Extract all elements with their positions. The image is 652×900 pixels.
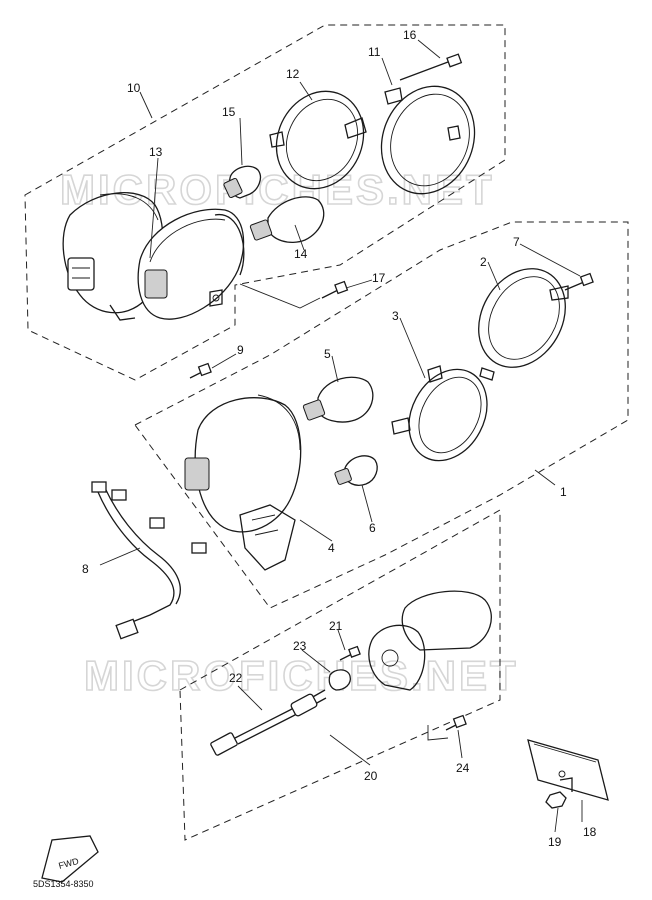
callout-9: 9 xyxy=(237,343,244,357)
fwd-label: FWD xyxy=(57,856,80,871)
wire-harness-8 xyxy=(91,481,207,640)
callout-17: 17 xyxy=(372,271,386,285)
tail-lamp xyxy=(368,590,492,691)
callout-23: 23 xyxy=(293,639,307,653)
bulb-23 xyxy=(328,669,351,691)
footer-code: 5DS1354-8350 xyxy=(33,879,94,889)
callout-8: 8 xyxy=(82,562,89,576)
leader-17-line xyxy=(239,283,321,309)
bulb-6 xyxy=(334,455,378,486)
screw-9 xyxy=(189,362,212,379)
nut-19 xyxy=(545,777,573,809)
callout-6: 6 xyxy=(369,521,376,535)
group-20-boundary xyxy=(179,509,501,841)
group-1-boundary xyxy=(134,221,629,609)
callout-11: 11 xyxy=(368,45,381,59)
callout-21: 21 xyxy=(329,619,343,633)
callout-15: 15 xyxy=(222,105,236,119)
callout-10: 10 xyxy=(127,81,141,95)
rim-2 xyxy=(478,268,569,381)
watermark-top: MICROFICHES.NET xyxy=(60,166,495,213)
screw-17 xyxy=(321,280,349,299)
callout-24: 24 xyxy=(456,761,470,775)
callout-16: 16 xyxy=(403,28,417,42)
callout-3: 3 xyxy=(392,309,399,323)
bulb-15 xyxy=(223,165,262,199)
leader-24-bracket xyxy=(427,725,449,741)
lead-wire-22 xyxy=(210,689,327,756)
rim-3 xyxy=(391,365,488,462)
lens-13 xyxy=(137,208,245,320)
bulb-14 xyxy=(249,196,325,243)
callout-19: 19 xyxy=(548,835,562,849)
callout-4: 4 xyxy=(328,541,335,555)
callout-13: 13 xyxy=(149,145,163,159)
callout-14: 14 xyxy=(294,247,308,261)
callout-7: 7 xyxy=(513,235,520,249)
group-10-boundary xyxy=(24,24,506,381)
screw-21 xyxy=(339,645,361,661)
reflector-18 xyxy=(527,739,609,801)
screw-16 xyxy=(399,53,463,81)
screw-7 xyxy=(564,272,594,291)
rim-12 xyxy=(269,90,367,190)
bulb-5 xyxy=(302,376,374,423)
callout-20: 20 xyxy=(364,769,378,783)
housing-4 xyxy=(184,394,302,571)
callout-2: 2 xyxy=(480,255,487,269)
rim-11 xyxy=(380,85,476,195)
callout-22: 22 xyxy=(229,671,243,685)
fwd-marker: FWD xyxy=(41,835,99,883)
callout-18: 18 xyxy=(583,825,597,839)
watermark-bottom: MICROFICHES.NET xyxy=(84,652,519,699)
callout-1: 1 xyxy=(560,485,567,499)
callout-12: 12 xyxy=(286,67,300,81)
callout-5: 5 xyxy=(324,347,331,361)
leader-lines xyxy=(99,39,583,833)
screw-24 xyxy=(445,714,467,731)
